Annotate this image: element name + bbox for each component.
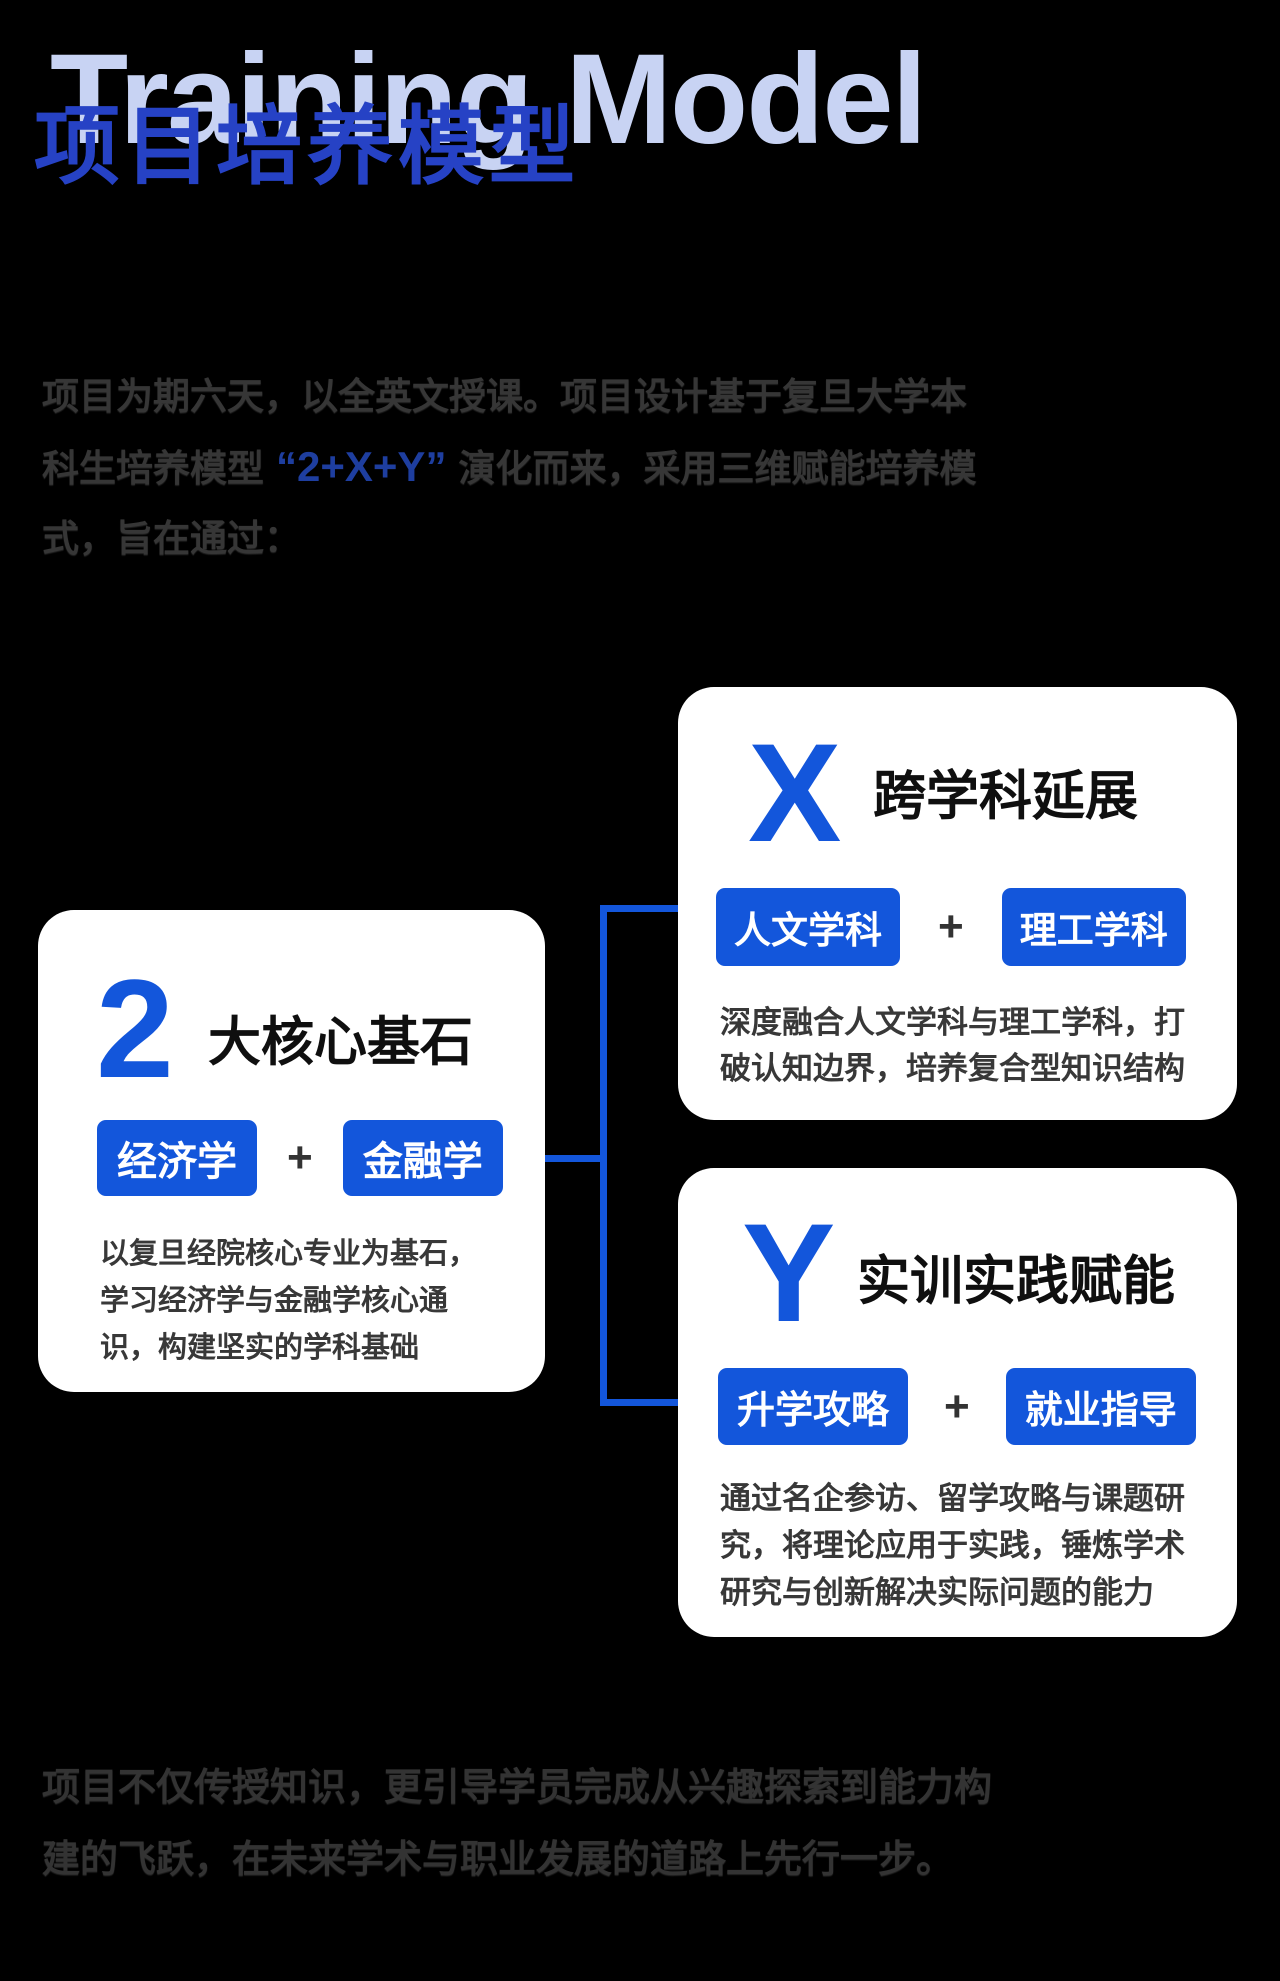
card-y-desc-line-3: 研究与创新解决实际问题的能力 <box>720 1575 1154 1610</box>
card-x-title: 跨学科延展 <box>873 767 1138 826</box>
card-x-interdisciplinary: X 跨学科延展 人文学科 + 理工学科 深度融合人文学科与理工学科，打 破认知边… <box>678 687 1237 1120</box>
card-x-letter: X <box>748 714 842 871</box>
tag-further-study: 升学攻略 <box>718 1368 909 1445</box>
card-core-foundation: 2 大核心基石 经济学 + 金融学 以复旦经院核心专业为基石， 学习经济学与金融… <box>38 910 545 1392</box>
card-y-letter: Y <box>742 1194 836 1351</box>
intro-line-2-pre: 科生培养模型 <box>42 448 264 489</box>
outro-line-1: 项目不仅传授知识，更引导学员完成从兴趣探索到能力构 <box>42 1767 993 1809</box>
card-core-letter: 2 <box>96 950 174 1107</box>
card-y-practice: Y 实训实践赋能 升学攻略 + 就业指导 通过名企参访、留学攻略与课题研 究，将… <box>678 1168 1237 1637</box>
card-core-desc-line-1: 以复旦经院核心专业为基石， <box>100 1238 478 1270</box>
tag-stem: 理工学科 <box>1001 888 1186 966</box>
outro-paragraph: 项目不仅传授知识，更引导学员完成从兴趣探索到能力构 建的飞跃，在未来学术与职业发… <box>42 1752 992 1896</box>
card-y-desc-line-2: 究，将理论应用于实践，锤炼学术 <box>720 1528 1185 1563</box>
tag-career-guidance: 就业指导 <box>1005 1368 1196 1445</box>
card-core-description: 以复旦经院核心专业为基石， 学习经济学与金融学核心通 识，构建坚实的学科基础 <box>100 1231 477 1372</box>
card-core-desc-line-3: 识，构建坚实的学科基础 <box>100 1332 420 1364</box>
tag-humanities: 人文学科 <box>716 888 900 966</box>
plus-sign: + <box>938 902 964 951</box>
card-x-description: 深度融合人文学科与理工学科，打 破认知边界，培养复合型知识结构 <box>720 1000 1185 1092</box>
connector-top-line <box>600 905 680 912</box>
connector-bottom-line <box>600 1399 680 1406</box>
connector-middle-line <box>543 1155 603 1162</box>
intro-line-1: 项目为期六天，以全英文授课。项目设计基于复旦大学本 <box>42 376 967 417</box>
card-core-tag-row: 经济学 + 金融学 <box>97 1120 503 1196</box>
card-y-title: 实训实践赋能 <box>857 1252 1175 1311</box>
card-x-desc-line-1: 深度融合人文学科与理工学科，打 <box>720 1005 1185 1040</box>
page-title: 项目培养模型 <box>34 99 580 195</box>
card-y-description: 通过名企参访、留学攻略与课题研 究，将理论应用于实践，锤炼学术 研究与创新解决实… <box>720 1475 1185 1616</box>
card-x-tag-row: 人文学科 + 理工学科 <box>716 888 1186 966</box>
card-x-desc-line-2: 破认知边界，培养复合型知识结构 <box>720 1051 1185 1086</box>
connector-vertical-line <box>600 905 607 1406</box>
card-core-desc-line-2: 学习经济学与金融学核心通 <box>100 1285 449 1317</box>
plus-sign: + <box>287 1133 313 1182</box>
tag-finance: 金融学 <box>342 1120 503 1196</box>
model-formula-highlight: “2+X+Y” <box>276 443 447 490</box>
plus-sign: + <box>944 1381 970 1431</box>
tag-economics: 经济学 <box>97 1120 257 1196</box>
card-y-tag-row: 升学攻略 + 就业指导 <box>718 1368 1196 1445</box>
intro-line-3: 式，旨在通过： <box>42 518 301 559</box>
card-core-title: 大核心基石 <box>208 1013 473 1072</box>
outro-line-2: 建的飞跃，在未来学术与职业发展的道路上先行一步。 <box>42 1839 955 1881</box>
title-english-watermark: Training Model <box>50 28 927 171</box>
card-y-desc-line-1: 通过名企参访、留学攻略与课题研 <box>720 1481 1185 1516</box>
intro-line-2-post: 演化而来，采用三维赋能培养模 <box>458 448 977 489</box>
intro-line-2: 科生培养模型 “2+X+Y” 演化而来，采用三维赋能培养模 <box>42 432 976 504</box>
intro-paragraph: 项目为期六天，以全英文授课。项目设计基于复旦大学本 科生培养模型 “2+X+Y” 演… <box>42 362 976 574</box>
